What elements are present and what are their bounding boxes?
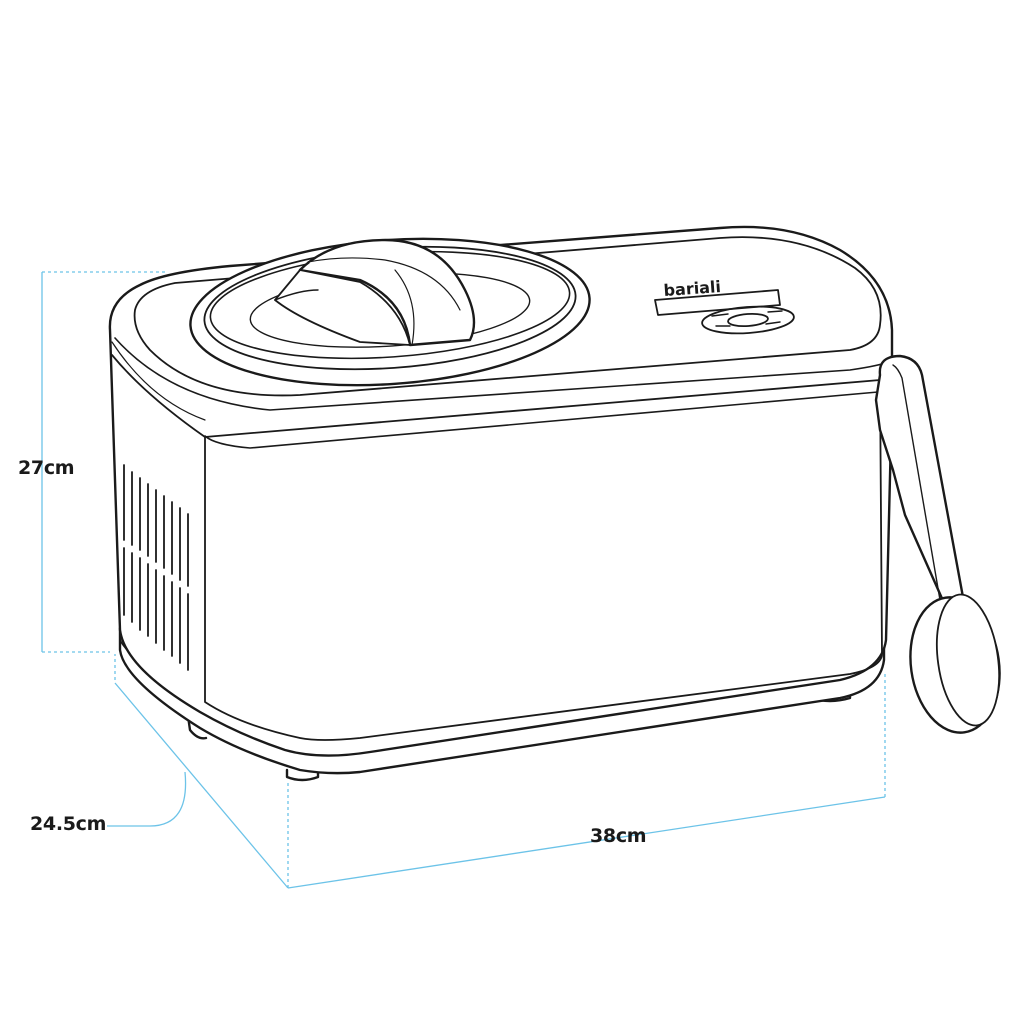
control-panel xyxy=(654,289,795,335)
side-vents xyxy=(123,464,189,671)
depth-dimension-line xyxy=(107,654,289,889)
width-dimension-label: 38cm xyxy=(590,825,647,847)
ice-cream-maker: bariali xyxy=(108,225,1001,782)
brand-logo: bariali xyxy=(663,277,722,300)
height-dimension-line xyxy=(41,271,165,653)
left-side-edge xyxy=(111,354,206,438)
left-side-edge-inner xyxy=(111,341,206,421)
lcd-display-icon xyxy=(654,289,781,316)
dimension-lines xyxy=(41,271,886,889)
ice-cream-scoop-icon xyxy=(874,354,1001,734)
top-surface xyxy=(133,236,882,397)
height-dimension-label: 27cm xyxy=(18,457,75,479)
width-dimension-line xyxy=(287,672,886,889)
top-shoulder-line-2 xyxy=(204,391,879,449)
lid-handle xyxy=(274,238,476,347)
control-buttons-icon xyxy=(701,305,795,335)
front-panel xyxy=(204,379,883,741)
depth-dimension-label: 24.5cm xyxy=(30,813,107,835)
